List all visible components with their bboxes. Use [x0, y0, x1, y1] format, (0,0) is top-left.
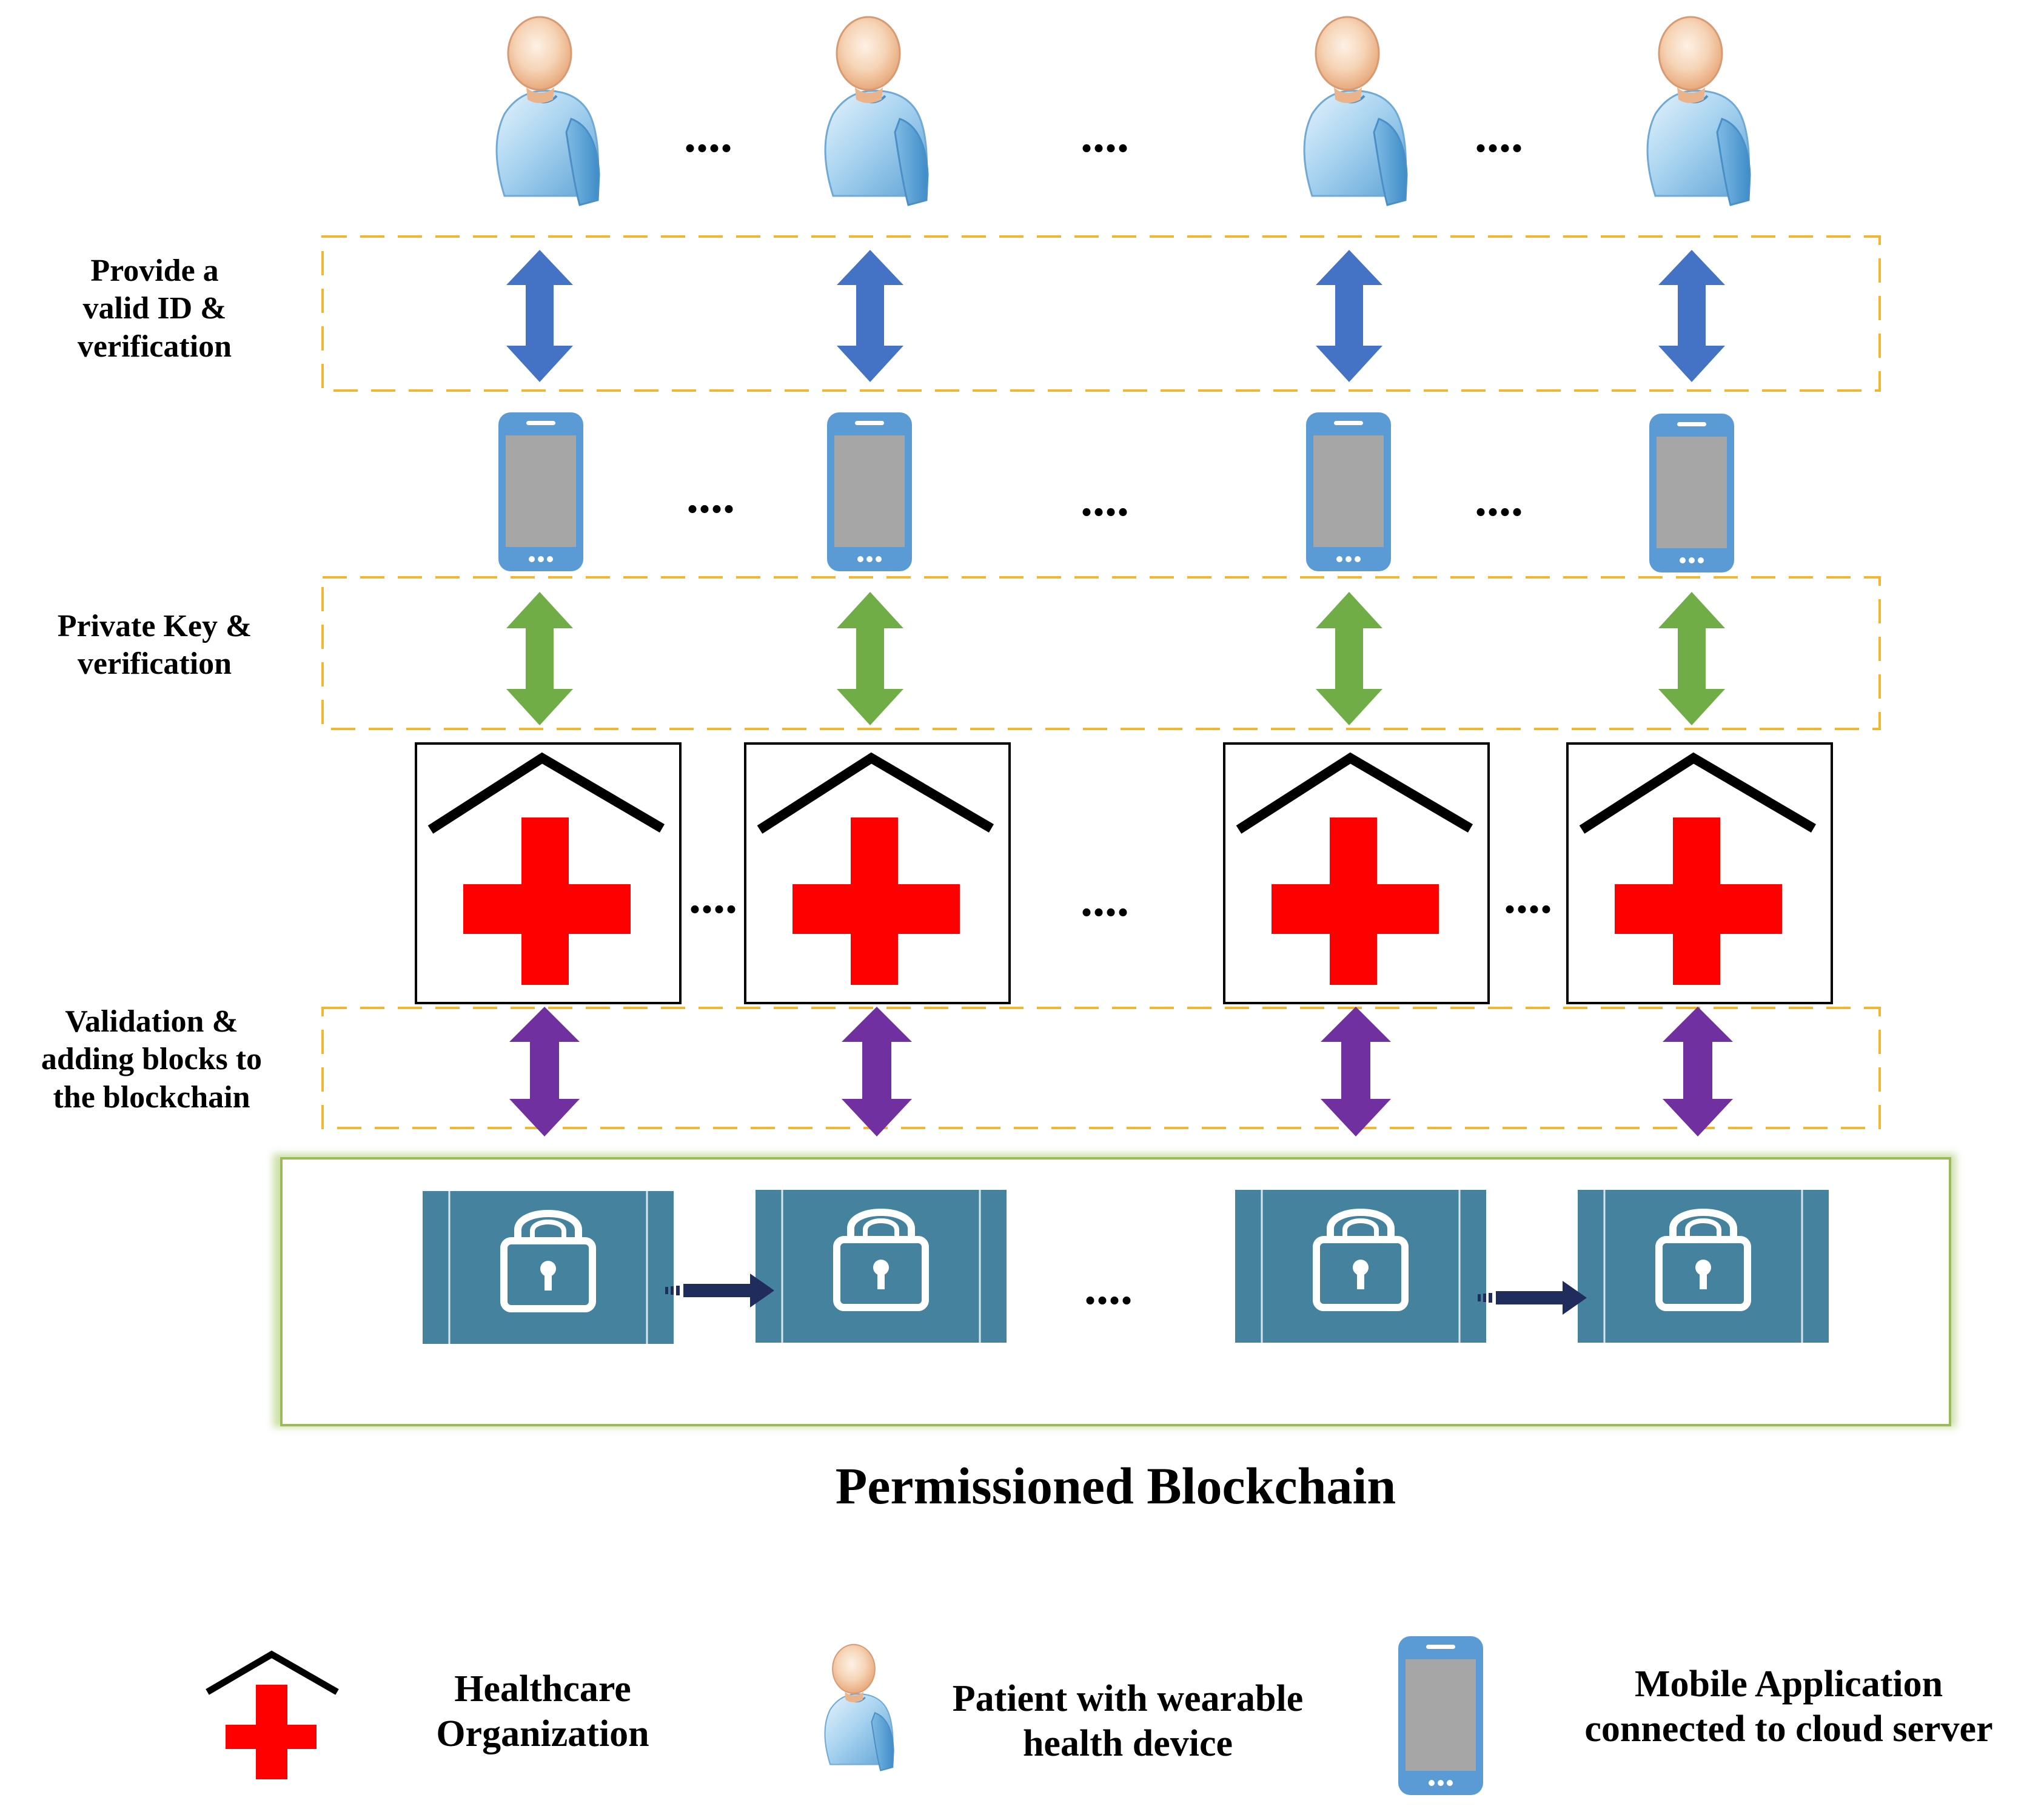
legend-hospital-icon [206, 1650, 339, 1779]
label-layer3: Validation & adding blocks to the blockc… [41, 1004, 263, 1115]
green-double-arrows [506, 592, 1725, 725]
phone-icon [498, 412, 583, 571]
hospital-icon [1567, 744, 1832, 1003]
patient-icon [495, 16, 600, 206]
double-arrow-icon [506, 250, 573, 382]
legend-phone-icon [1398, 1636, 1483, 1795]
double-arrow-icon [1663, 1007, 1733, 1136]
hospital-icon [1224, 744, 1489, 1003]
ellipsis: .... [1081, 109, 1129, 163]
ellipsis: .... [689, 870, 737, 924]
diagram-title: Permissioned Blockchain [835, 1457, 1396, 1515]
label-layer1: Provide a valid ID & verification [77, 253, 232, 364]
legend-healthcare-label: Healthcare Organization [436, 1668, 649, 1755]
patient-icon [1303, 16, 1408, 206]
ellipsis: .... [1081, 473, 1129, 526]
double-arrow-icon [1316, 250, 1382, 382]
double-arrow-icon [509, 1007, 580, 1136]
ellipsis: .... [686, 470, 735, 523]
block-icon [423, 1191, 674, 1344]
hospital-icon [416, 744, 680, 1003]
phone-icon [827, 412, 912, 571]
purple-double-arrows [509, 1007, 1733, 1136]
ellipsis: .... [1081, 873, 1129, 927]
block-icon [1235, 1190, 1486, 1343]
label-layer2: Private Key & verification [57, 609, 252, 682]
ellipsis: .... [1475, 109, 1523, 163]
double-arrow-icon [1658, 250, 1725, 382]
patient-icon [824, 16, 929, 206]
legend-mobile-label: Mobile Application connected to cloud se… [1584, 1663, 1993, 1750]
layer1-band [321, 235, 1881, 392]
ellipsis: .... [1084, 1261, 1133, 1315]
double-arrow-icon [837, 592, 903, 725]
legend-patient-label: Patient with wearable health device [952, 1678, 1304, 1765]
ellipsis: .... [1475, 473, 1523, 526]
block-icon [1578, 1190, 1829, 1343]
double-arrow-icon [1321, 1007, 1391, 1136]
double-arrow-icon [1316, 592, 1382, 725]
double-arrow-icon [837, 250, 903, 382]
block-icon [756, 1190, 1007, 1343]
phone-icon [1306, 412, 1391, 571]
double-arrow-icon [1658, 592, 1725, 725]
legend-patient-icon [824, 1643, 895, 1771]
double-arrow-icon [506, 592, 573, 725]
phone-icon [1649, 414, 1734, 572]
double-arrow-icon [842, 1007, 912, 1136]
ellipsis: .... [1504, 870, 1552, 924]
hospital-icon [745, 744, 1010, 1003]
patient-icon [1646, 16, 1751, 206]
ellipsis: .... [684, 109, 732, 163]
blue-double-arrows [506, 250, 1725, 382]
layer2-band [321, 576, 1881, 730]
layer3-band [321, 1007, 1881, 1129]
